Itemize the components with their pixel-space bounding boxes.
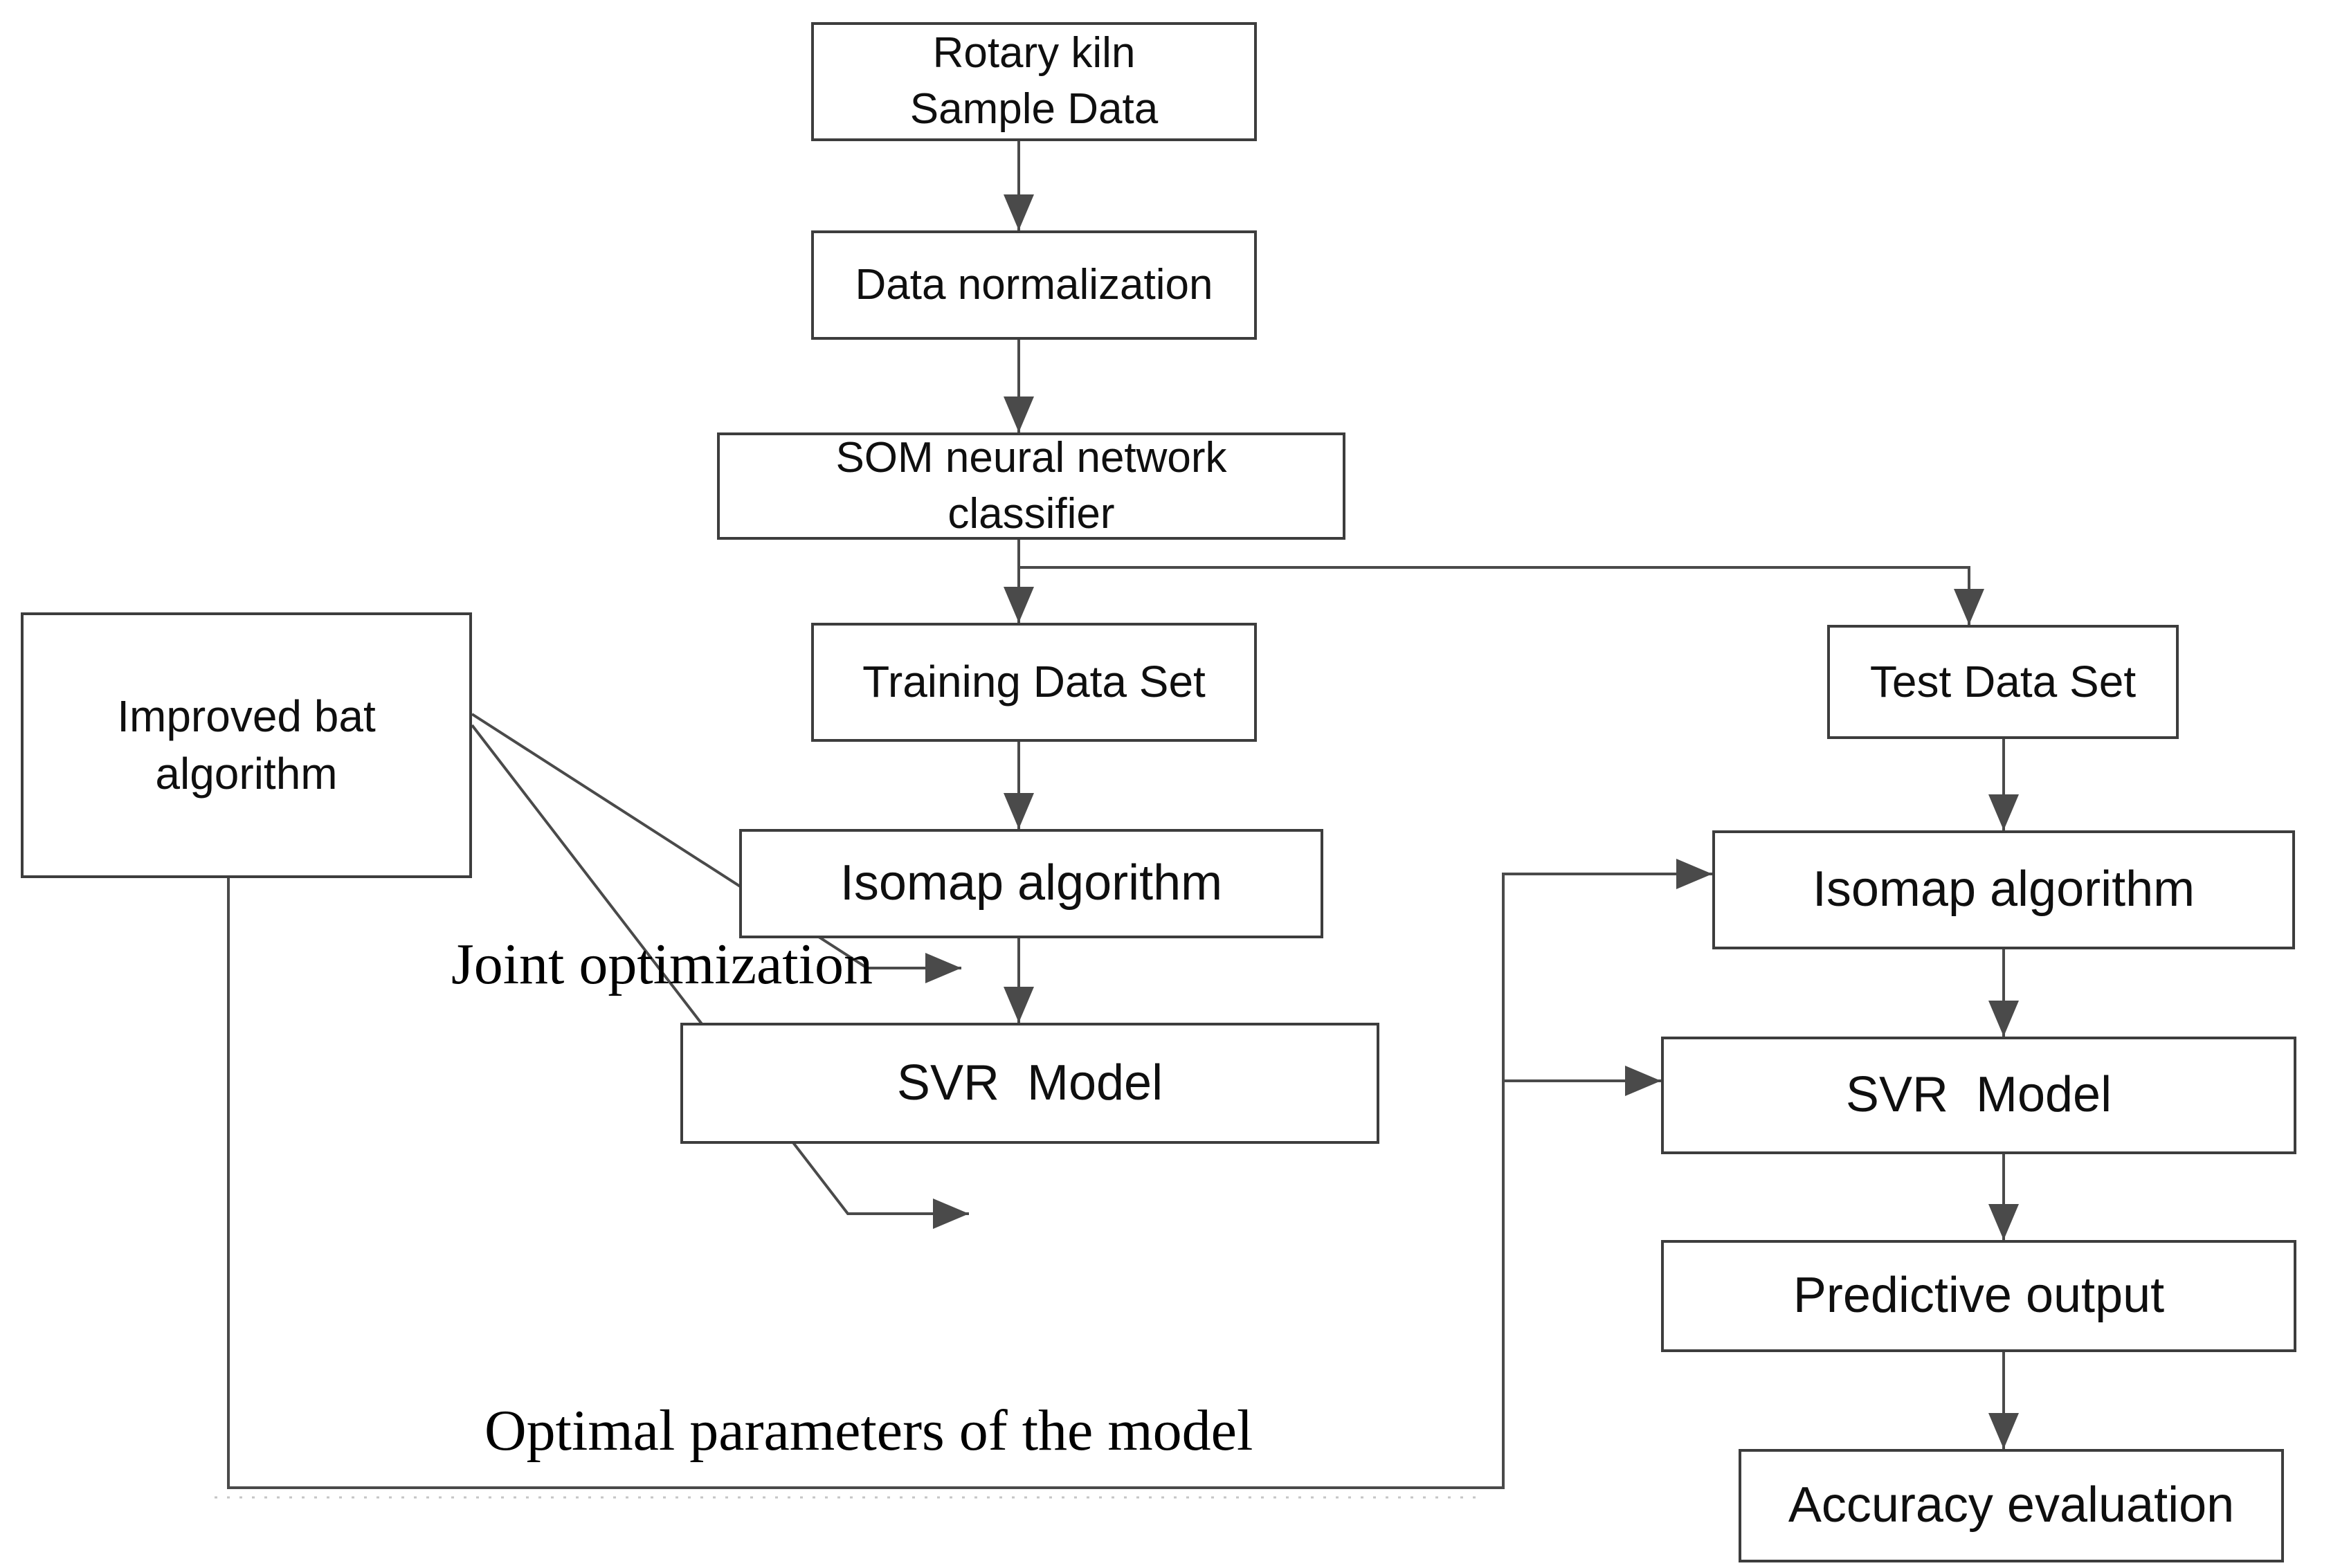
node-rotary-kiln-sample-data: Rotary kiln Sample Data [811,22,1257,141]
node-label: SOM neural network [835,433,1227,482]
node-svr-model-right: SVR Model [1661,1037,2296,1154]
arrow-bat-joint-optimization-lower [471,724,969,1229]
node-label: Rotary kiln [932,29,1136,78]
node-training-data-set: Training Data Set [811,623,1257,742]
node-label: Predictive output [1793,1268,2165,1324]
node-label: Test Data Set [1869,656,2137,706]
node-isomap-algorithm-left: Isomap algorithm [739,829,1323,938]
label-joint-optimization: Joint optimization [451,932,873,996]
node-label: Training Data Set [862,657,1206,707]
node-label: classifier [947,489,1115,538]
arrow-som-branch-to-test [1019,566,1984,625]
node-label: Data normalization [855,260,1213,309]
node-label: Sample Data [909,85,1159,133]
node-label: SVR Model [1845,1067,2112,1123]
node-data-normalization: Data normalization [811,230,1257,340]
node-label: algorithm [155,749,338,799]
node-label: Isomap algorithm [840,855,1223,911]
arrow-bat-optimal-params-to-isomap-right [227,859,1712,1489]
node-accuracy-evaluation: Accuracy evaluation [1739,1449,2284,1562]
label-optimal-parameters: Optimal parameters of the model [484,1398,1253,1463]
node-svr-model-left: SVR Model [680,1023,1379,1144]
node-som-neural-network-classifier: SOM neural network classifier [717,432,1345,540]
node-isomap-algorithm-right: Isomap algorithm [1712,830,2295,949]
node-label: SVR Model [896,1055,1163,1111]
node-improved-bat-algorithm: Improved bat algorithm [21,612,472,878]
node-test-data-set: Test Data Set [1827,625,2179,739]
node-predictive-output: Predictive output [1661,1240,2296,1352]
node-label: Isomap algorithm [1812,862,2195,918]
node-label: Accuracy evaluation [1788,1477,2235,1533]
arrow-bat-joint-optimization-upper [471,713,961,983]
node-label: Improved bat [117,691,376,741]
